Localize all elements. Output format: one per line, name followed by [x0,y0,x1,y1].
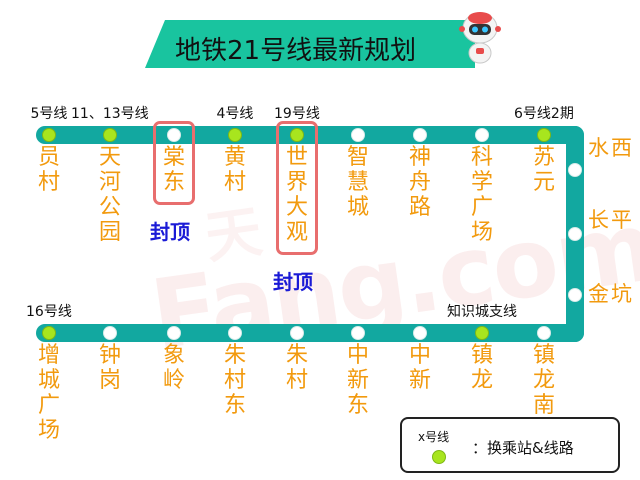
station-dot-bottom_stations-6 [413,326,427,340]
transfer-station-dot-bottom_stations-7 [475,326,489,340]
station-dot-top_stations-5 [351,128,365,142]
highlight-box-top_stations-4 [276,121,318,255]
station-label-bottom_stations-8: 镇龙南 [532,343,555,418]
station-label-right-2: 金坑 [588,282,634,306]
legend-tag: x号线 [418,430,450,444]
station-dot-right-0 [568,163,582,177]
station-dot-right-2 [568,288,582,302]
station-label-top_stations-2: 棠东 [162,145,185,195]
station-dot-top_stations-7 [475,128,489,142]
station-dot-bottom_stations-4 [290,326,304,340]
transfer-station-dot-top_stations-0 [42,128,56,142]
station-dot-bottom_stations-8 [537,326,551,340]
transfer-station-dot-top_stations-8 [537,128,551,142]
note-top_stations-4: 封顶 [273,270,313,294]
station-label-bottom_stations-4: 朱村 [285,343,308,393]
station-label-bottom_stations-3: 朱村东 [223,343,246,418]
station-label-top_stations-7: 科学广场 [470,145,493,245]
line-tag-top_stations-0: 5号线 [30,106,68,122]
station-label-bottom_stations-1: 钟岗 [98,343,121,393]
line-tag-bottom_stations-0: 16号线 [26,304,72,320]
station-dot-bottom_stations-3 [228,326,242,340]
transfer-station-dot-top_stations-1 [103,128,117,142]
station-label-top_stations-5: 智慧城 [346,145,369,220]
line-tag-top_stations-8: 6号线2期 [514,106,574,122]
station-label-bottom_stations-6: 中新 [408,343,431,393]
station-label-top_stations-1: 天河公园 [98,145,121,245]
station-label-right-0: 水西 [588,136,634,160]
station-dot-top_stations-6 [413,128,427,142]
station-label-right-1: 长平 [588,208,634,232]
station-label-top_stations-0: 员村 [37,145,60,195]
track-bottom [36,324,584,342]
station-label-top_stations-6: 神舟路 [408,145,431,220]
transfer-station-dot-bottom_stations-0 [42,326,56,340]
page-title: 地铁21号线最新规划 [175,36,417,66]
transfer-station-dot-top_stations-3 [228,128,242,142]
line-tag-bottom_stations-7: 知识城支线 [447,304,517,320]
station-label-bottom_stations-2: 象岭 [162,343,185,393]
line-tag-top_stations-1: 11、13号线 [71,106,149,122]
station-label-bottom_stations-5: 中新东 [346,343,369,418]
station-label-bottom_stations-0: 增城广场 [37,343,60,443]
line-tag-top_stations-4: 19号线 [274,106,320,122]
station-dot-bottom_stations-5 [351,326,365,340]
note-top_stations-2: 封顶 [150,220,190,244]
title-banner [145,20,475,68]
station-label-top_stations-4: 世界大观 [285,145,308,245]
line-tag-top_stations-3: 4号线 [216,106,254,122]
legend-text: ：换乘站&线路 [472,439,574,457]
station-label-top_stations-3: 黄村 [223,145,246,195]
station-label-bottom_stations-7: 镇龙 [470,343,493,393]
station-dot-bottom_stations-2 [167,326,181,340]
transfer-station-dot-top_stations-4 [290,128,304,142]
station-label-top_stations-8: 苏元 [532,145,555,195]
legend: x号线 ：换乘站&线路 [400,417,620,473]
legend-transfer-dot-icon [432,450,446,464]
station-dot-right-1 [568,227,582,241]
station-dot-top_stations-2 [167,128,181,142]
highlight-box-top_stations-2 [153,121,195,205]
station-dot-bottom_stations-1 [103,326,117,340]
robot-mascot-icon [459,12,501,64]
